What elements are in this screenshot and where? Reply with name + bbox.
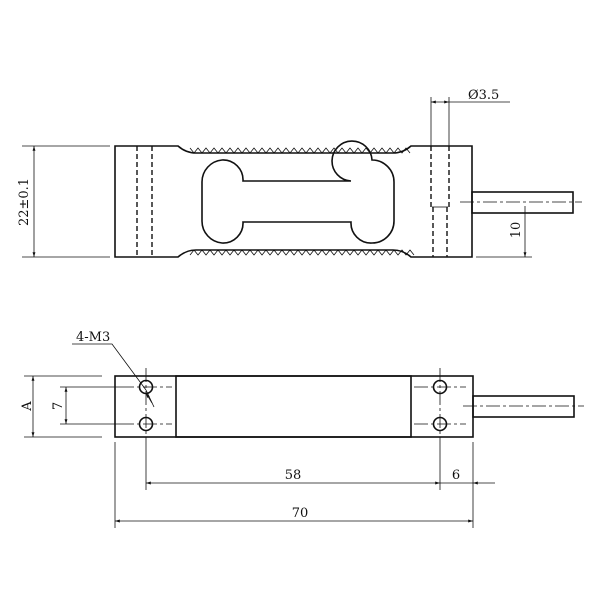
cable-offset-dim-label: 10 — [509, 222, 524, 239]
hole-callout-leader — [72, 343, 147, 391]
cable — [472, 395, 575, 418]
hole-callout-label: 4-M3 — [76, 330, 110, 345]
hole-callout-arrow — [145, 392, 153, 404]
length-dim-label: 70 — [292, 506, 309, 521]
end-offset-dim-label: 6 — [452, 468, 460, 483]
hole-spacing-dim-label: 7 — [51, 402, 66, 410]
hole-callout-leader — [145, 389, 155, 408]
knurled-area — [175, 375, 412, 438]
knurl-bottom-strip — [189, 249, 415, 256]
diameter-dim-label: Ø3.5 — [468, 88, 499, 103]
height-dim-label: 22±0.1 — [17, 178, 32, 226]
width-dim-label: A — [20, 401, 35, 412]
bone-cutout — [201, 140, 395, 244]
knurl-top-strip — [189, 147, 411, 154]
mounting-holes — [120, 368, 466, 445]
body-outline — [114, 145, 473, 258]
body-outline — [114, 375, 474, 438]
cable — [471, 191, 574, 214]
bottom-view: 4-M3 A 7 58 6 70 — [20, 330, 584, 528]
top-view: 22±0.1 Ø3.5 10 — [17, 88, 582, 258]
hole-pitch-dim-label: 58 — [285, 468, 302, 483]
